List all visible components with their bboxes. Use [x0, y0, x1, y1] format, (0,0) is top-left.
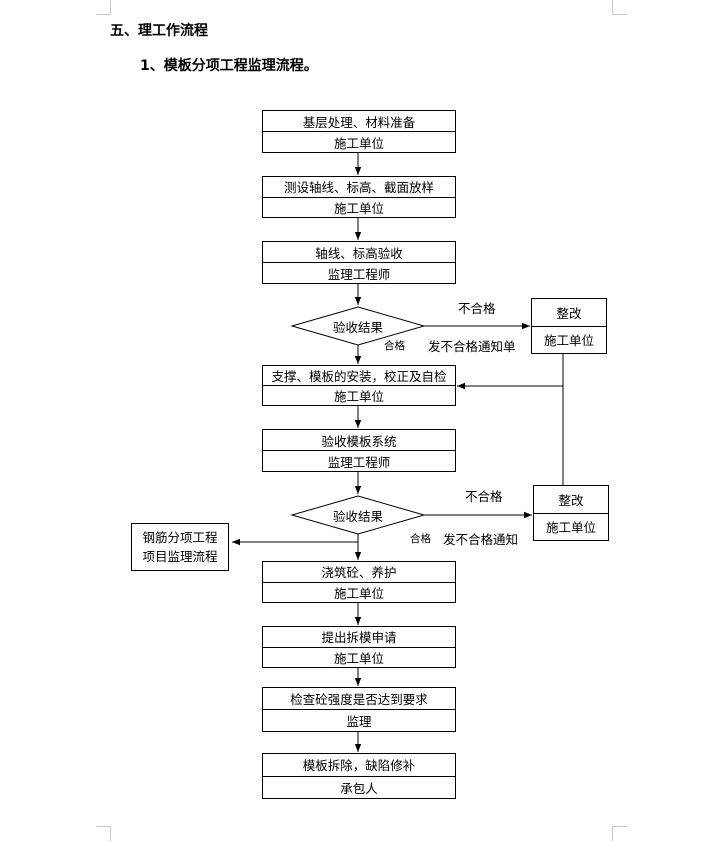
process-box: 浇筑砼、养护 施工单位	[262, 561, 456, 603]
process-step-label: 提出拆模申请	[263, 627, 455, 648]
process-box: 测设轴线、标高、截面放样 施工单位	[262, 176, 456, 218]
responsible-party: 施工单位	[333, 650, 384, 666]
page-corner-mark	[96, 826, 111, 841]
process-step-label: 模板拆除，缺陷修补	[263, 754, 455, 777]
rectify-box: 整改 施工单位	[531, 298, 607, 354]
process-box: 基层处理、材料准备 施工单位	[262, 110, 456, 153]
process-step-label: 轴线、标高验收	[263, 242, 455, 263]
process-step-label: 检查砼强度是否达到要求	[263, 688, 455, 710]
pass-label: 合格	[410, 533, 431, 545]
related-process-box: 钢筋分项工程 项目监理流程	[131, 523, 229, 571]
rectify-title: 整改	[532, 299, 606, 327]
process-step-label: 基层处理、材料准备	[263, 111, 455, 132]
pass-label: 合格	[384, 340, 405, 352]
responsible-party: 施工单位	[545, 520, 596, 536]
related-process-line: 钢筋分项工程	[142, 530, 218, 545]
responsible-party: 施工单位	[333, 200, 384, 216]
decision-label: 验收结果	[332, 508, 383, 524]
notice-label: 发不合格通知单	[428, 339, 516, 354]
page-corner-mark	[612, 0, 627, 15]
page-corner-mark	[96, 0, 111, 15]
rectify-title: 整改	[534, 486, 608, 514]
process-box: 模板拆除，缺陷修补 承包人	[262, 753, 456, 799]
responsible-party: 施工单位	[333, 135, 384, 151]
responsible-party: 监理	[346, 714, 372, 729]
process-step-label: 浇筑砼、养护	[263, 562, 455, 583]
decision-label: 验收结果	[332, 319, 383, 335]
responsible-party: 施工单位	[333, 585, 384, 601]
responsible-party: 监理工程师	[327, 266, 391, 282]
fail-label: 不合格	[458, 301, 496, 316]
section-heading: 五、理工作流程	[110, 23, 208, 39]
process-box: 检查砼强度是否达到要求 监理	[262, 687, 456, 732]
page-corner-mark	[612, 826, 627, 841]
rectify-box: 整改 施工单位	[533, 485, 609, 541]
fail-label: 不合格	[465, 489, 503, 504]
notice-label: 发不合格通知	[443, 532, 519, 547]
process-step-label: 支撑、模板的安装，校正及自检	[263, 366, 455, 386]
responsible-party: 承包人	[340, 780, 378, 796]
responsible-party: 施工单位	[333, 389, 384, 404]
subsection-heading: 1、模板分项工程监理流程。	[140, 58, 318, 74]
process-box: 轴线、标高验收 监理工程师	[262, 241, 456, 284]
process-box: 支撑、模板的安装，校正及自检 施工单位	[262, 365, 456, 406]
process-box: 提出拆模申请 施工单位	[262, 626, 456, 668]
responsible-party: 监理工程师	[327, 454, 391, 470]
process-step-label: 验收模板系统	[263, 430, 455, 451]
process-box: 验收模板系统 监理工程师	[262, 429, 456, 472]
responsible-party: 施工单位	[543, 333, 594, 349]
process-step-label: 测设轴线、标高、截面放样	[263, 177, 455, 198]
related-process-line: 项目监理流程	[142, 549, 218, 564]
